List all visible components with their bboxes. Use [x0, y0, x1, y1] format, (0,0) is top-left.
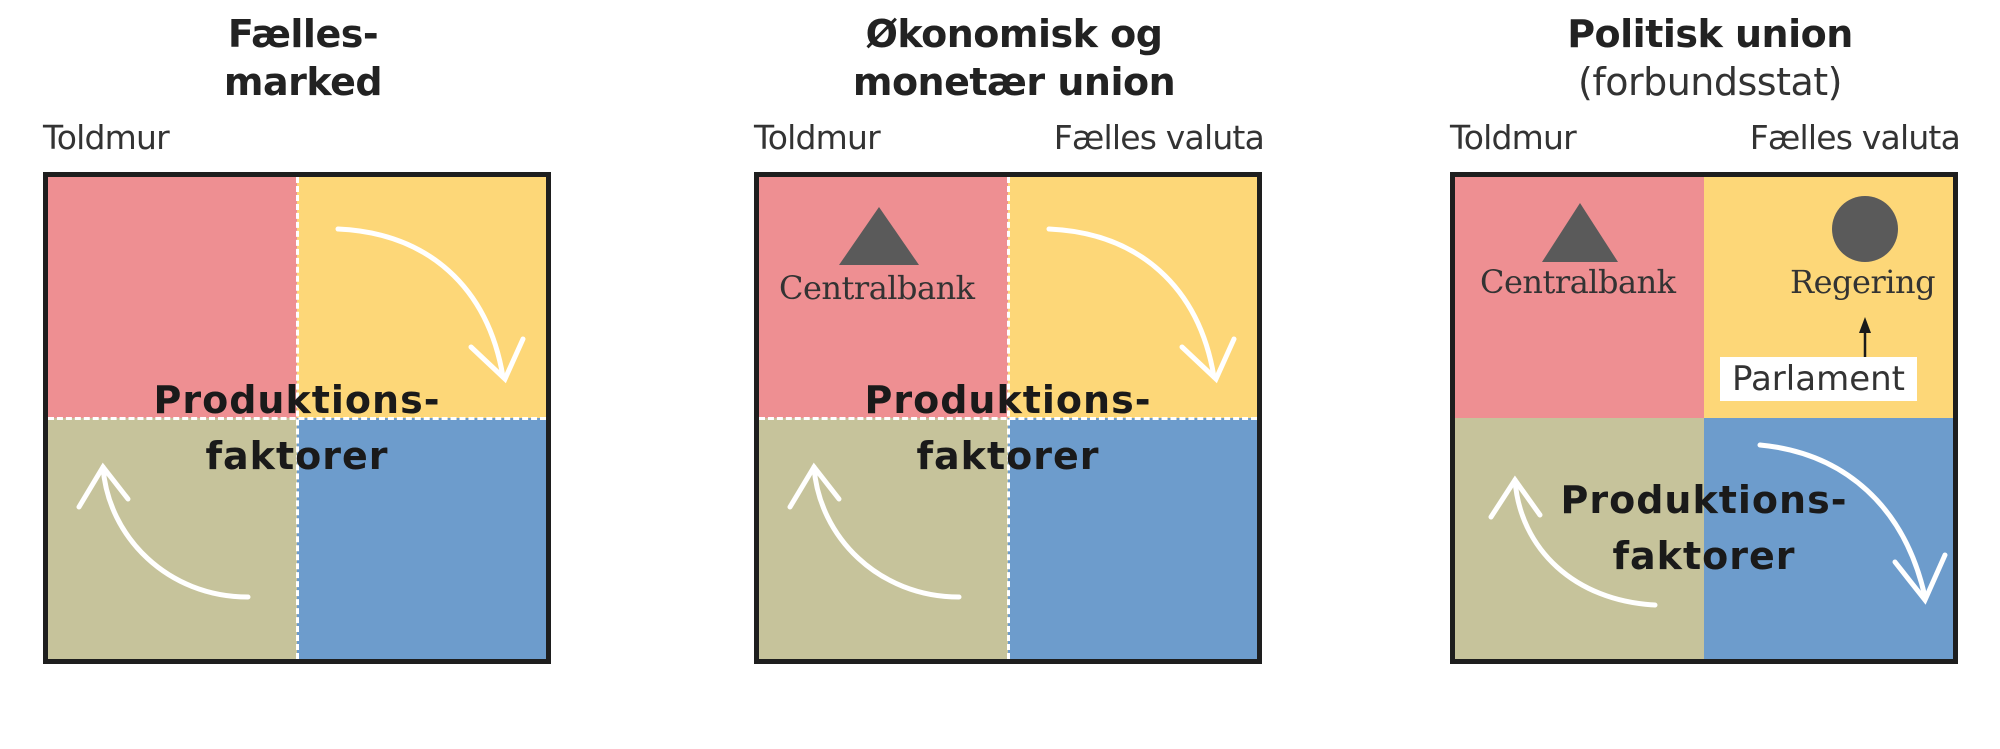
label-toldmur: Toldmur — [43, 118, 170, 157]
panel-title: Økonomisk og monetær union — [754, 10, 1274, 106]
title-line-1: Politisk union — [1567, 12, 1853, 56]
flow-arrows — [76, 226, 526, 600]
quadrant-top-left — [48, 177, 297, 418]
quadrant-box: Centralbank Regering Parlament Produktio… — [1450, 172, 1958, 664]
quadrant-box: Produktions- faktorer — [43, 172, 551, 664]
dashed-divider-horizontal — [48, 416, 546, 420]
center-line-2: faktorer — [916, 434, 1100, 478]
label-toldmur: Toldmur — [754, 118, 881, 157]
flow-arrows — [1488, 196, 1948, 608]
panel-title: Politisk union (forbundsstat) — [1450, 10, 1970, 106]
center-line-1: Produktions- — [864, 378, 1152, 422]
regering-label: Regering — [1790, 263, 1936, 301]
dashed-divider-horizontal — [759, 416, 1257, 420]
parlament-label: Parlament — [1720, 357, 1917, 401]
center-line-1: Produktions- — [1560, 478, 1848, 522]
flow-arrows — [787, 207, 1237, 600]
quadrant-box: Centralbank Produktions- faktorer — [754, 172, 1262, 664]
quadrant-bottom-right — [1008, 418, 1257, 659]
arrow-up-icon — [76, 462, 251, 600]
panel-oekonomisk-monetaer-union: Økonomisk og monetær union Toldmur Fælle… — [749, 0, 1269, 749]
quadrant-bottom-left — [48, 418, 297, 659]
arrow-clockwise-icon — [1046, 226, 1237, 384]
centralbank-label: Centralbank — [1480, 263, 1676, 301]
produktionsfaktorer-label: Produktions- faktorer — [1455, 472, 1953, 584]
panel-title: Fælles- marked — [43, 10, 563, 106]
arrow-up-icon — [1488, 475, 1658, 608]
quadrant-bottom-left — [1455, 418, 1704, 659]
center-line-1: Produktions- — [153, 378, 441, 422]
arrow-up-small-icon — [1859, 317, 1871, 357]
title-line-2: marked — [223, 60, 383, 104]
title-line-2: (forbundsstat) — [1578, 60, 1843, 104]
title-line-1: Økonomisk og — [865, 12, 1163, 56]
title-line-1: Fælles- — [227, 12, 379, 56]
label-faelles-valuta: Fælles valuta — [1749, 118, 1961, 157]
panel-politisk-union: Politisk union (forbundsstat) Toldmur Fæ… — [1445, 0, 1965, 749]
circle-icon — [1832, 196, 1898, 262]
arrow-clockwise-icon — [1757, 442, 1948, 605]
label-faelles-valuta: Fælles valuta — [1053, 118, 1265, 157]
produktionsfaktorer-label: Produktions- faktorer — [759, 372, 1257, 484]
produktionsfaktorer-label: Produktions- faktorer — [48, 372, 546, 484]
center-line-2: faktorer — [205, 434, 389, 478]
title-line-2: monetær union — [852, 60, 1176, 104]
triangle-icon — [839, 207, 919, 265]
panel-faellesmarked: Fælles- marked Toldmur Produktions- fakt… — [38, 0, 558, 749]
center-line-2: faktorer — [1612, 534, 1796, 578]
arrow-up-icon — [787, 462, 962, 600]
triangle-icon — [1542, 203, 1618, 262]
quadrant-bottom-right — [1704, 418, 1953, 659]
quadrant-bottom-left — [759, 418, 1008, 659]
label-toldmur: Toldmur — [1450, 118, 1577, 157]
centralbank-label: Centralbank — [779, 269, 975, 307]
arrow-clockwise-icon — [335, 226, 526, 384]
quadrant-bottom-right — [297, 418, 546, 659]
